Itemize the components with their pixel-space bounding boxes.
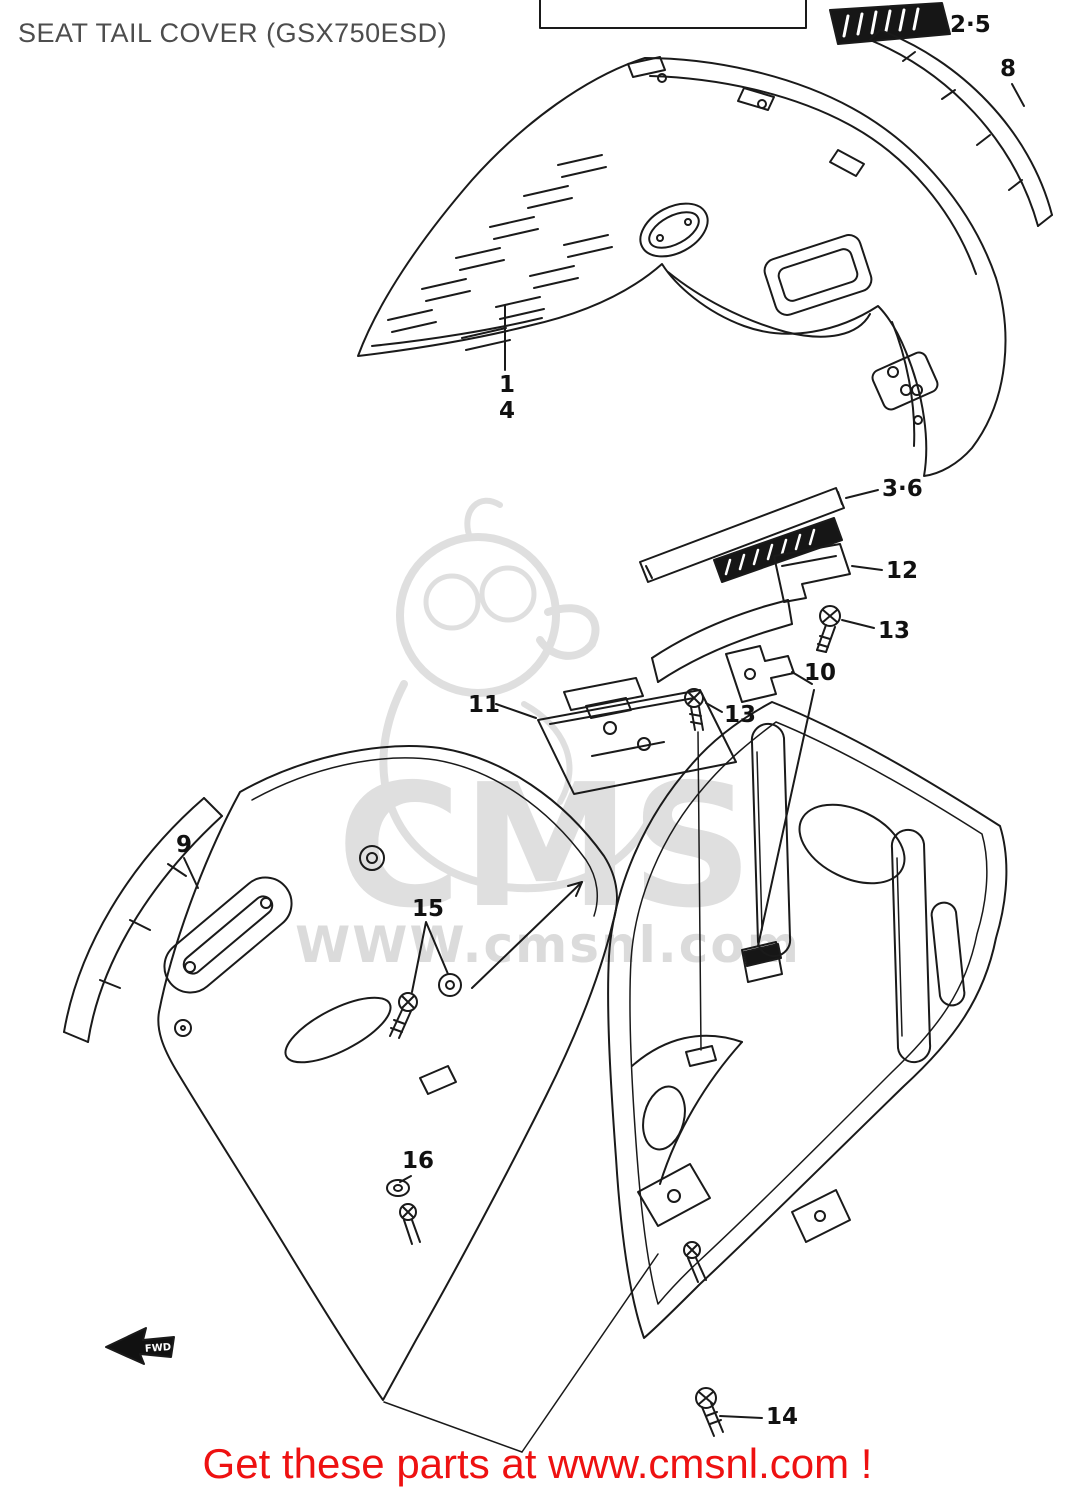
- watermark-url-text: WWW.cmsnl.com: [295, 916, 801, 974]
- seat-tail-cover-part-1-4: [357, 56, 1007, 477]
- fwd-arrow: FWD: [105, 1327, 175, 1365]
- washer-screw-part-15: [389, 921, 462, 1039]
- leader-line-3-6: [845, 489, 879, 499]
- leader-line-9: [183, 857, 199, 889]
- leader-line-14: [719, 1415, 763, 1419]
- screw-part-14: [695, 1387, 763, 1437]
- trim-strip-part-8: [869, 29, 1053, 227]
- part-label-3-6: 3·6: [882, 476, 923, 502]
- leader-line-8: [1011, 83, 1025, 107]
- page-title: SEAT TAIL COVER (GSX750ESD): [18, 18, 448, 48]
- footer-promo-text: Get these parts at www.cmsnl.com !: [202, 1440, 873, 1487]
- part-label-9: 9: [176, 832, 193, 858]
- front-cover-panel: [157, 745, 618, 1401]
- part-label-10: 10: [804, 660, 837, 686]
- watermark-logo-text: CMS: [337, 748, 753, 946]
- fwd-arrow-text: FWD: [145, 1342, 172, 1355]
- part-label-14: 14: [766, 1404, 799, 1430]
- leader-line-16: [399, 1175, 412, 1183]
- part-label-8: 8: [1000, 56, 1017, 82]
- leader-line-15: [411, 921, 449, 993]
- emblem-part-2-5: [829, 2, 951, 45]
- leader-line-13-upper: [841, 619, 875, 629]
- leader-line-10a: [791, 671, 813, 685]
- part-label-4: 4: [499, 398, 516, 424]
- part-label-1: 1: [499, 372, 516, 398]
- screw-part-13-lower: [684, 688, 723, 1067]
- part-label-12: 12: [886, 558, 919, 584]
- part-label-11: 11: [468, 692, 501, 718]
- grommet-screw-part-16: [386, 1175, 421, 1245]
- part-label-16: 16: [402, 1148, 435, 1174]
- strap-part-12: [651, 543, 883, 683]
- leader-line-13-lower: [705, 702, 723, 713]
- top-edge-box: [539, 0, 807, 29]
- lower-tail-tray: [607, 701, 1008, 1339]
- part-label-13-lower: 13: [724, 702, 757, 728]
- plate-part-11: [495, 677, 737, 795]
- leader-line-12: [851, 565, 883, 571]
- emblem-part-3-6: [639, 487, 879, 583]
- bottom-leader-lines: [383, 1253, 659, 1453]
- leader-line-11: [495, 703, 537, 719]
- watermark: CMS WWW.cmsnl.com: [295, 497, 801, 974]
- front-trim-band: [63, 797, 223, 1043]
- part-label-13-upper: 13: [878, 618, 911, 644]
- grommet-strip-part-9: [163, 857, 293, 994]
- leader-line-13-long: [697, 731, 702, 1051]
- part-label-15: 15: [412, 896, 445, 922]
- part-label-2-5: 2·5: [950, 12, 991, 38]
- screw-part-13-upper: [816, 605, 875, 653]
